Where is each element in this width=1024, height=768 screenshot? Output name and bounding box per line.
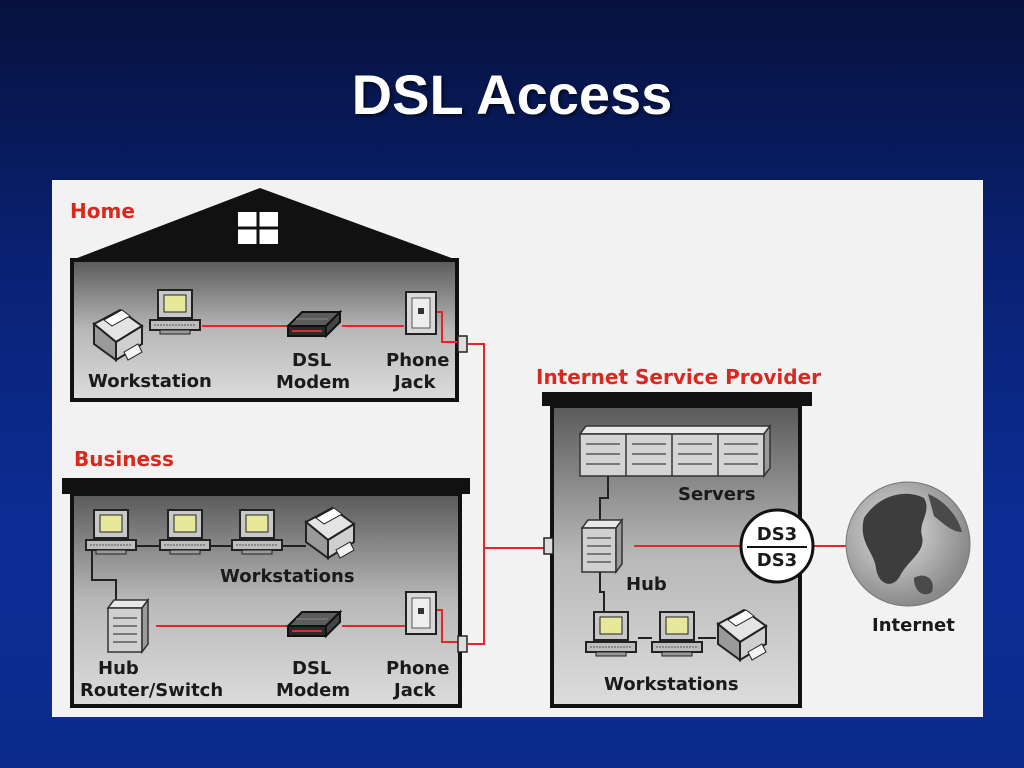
internet-label: Internet [872,615,955,636]
isp-wall-connector-icon [543,537,554,555]
attic-window-icon [238,212,278,244]
home-workstation-icon [149,289,201,335]
business-workstation-3-icon [231,509,283,555]
isp-servers-label: Servers [678,484,756,505]
isp-workstation-2-icon [651,611,703,657]
business-workstations-label: Workstations [220,566,355,587]
isp-lan-cabling [599,476,716,639]
business-workstation-1-icon [85,509,137,555]
isp-hub-icon [581,519,623,573]
business-wiring [156,609,462,643]
business-wall-connector-icon [457,635,468,653]
business-phone-jack-icon [405,591,437,635]
isp-hub-label: Hub [626,574,667,595]
isp-roof [542,392,812,406]
ds3-bottom-label: DS3 [757,550,797,571]
home-label: Home [70,199,135,223]
isp-workstations-label: Workstations [604,674,739,695]
home-wiring [202,311,462,343]
ds3-top-label: DS3 [757,524,797,545]
business-hub-label-1: Hub [98,658,139,679]
isp-workstation-1-icon [585,611,637,657]
business-hub-label-2: Router/Switch [80,680,223,701]
diagram-panel: Home Workstation DSL Modem Phone Jack Bu… [52,180,983,717]
business-modem-label-2: Modem [276,680,350,701]
slide-title: DSL Access [351,63,673,126]
internet-globe-icon [845,481,971,607]
ds3-link-badge [739,508,815,584]
home-jack-label-1: Phone [386,350,449,371]
home-modem-label-2: Modem [276,372,350,393]
business-hub-router-icon [107,599,149,653]
business-roof [62,478,470,494]
dsl-access-diagram: Home Workstation DSL Modem Phone Jack Bu… [62,188,971,708]
business-lan-cabling [91,545,306,600]
home-workstation-label: Workstation [88,371,212,392]
business-label: Business [74,447,174,471]
home-phone-jack-icon [405,291,437,335]
business-workstation-2-icon [159,509,211,555]
home-modem-label-1: DSL [292,350,331,371]
dsl-trunk-lines [467,343,544,645]
business-modem-label-1: DSL [292,658,331,679]
business-jack-label-1: Phone [386,658,449,679]
home-jack-label-2: Jack [392,372,437,393]
servers-icon [578,423,772,479]
isp-label: Internet Service Provider [536,365,821,389]
home-wall-connector-icon [457,335,468,353]
business-jack-label-2: Jack [392,680,437,701]
